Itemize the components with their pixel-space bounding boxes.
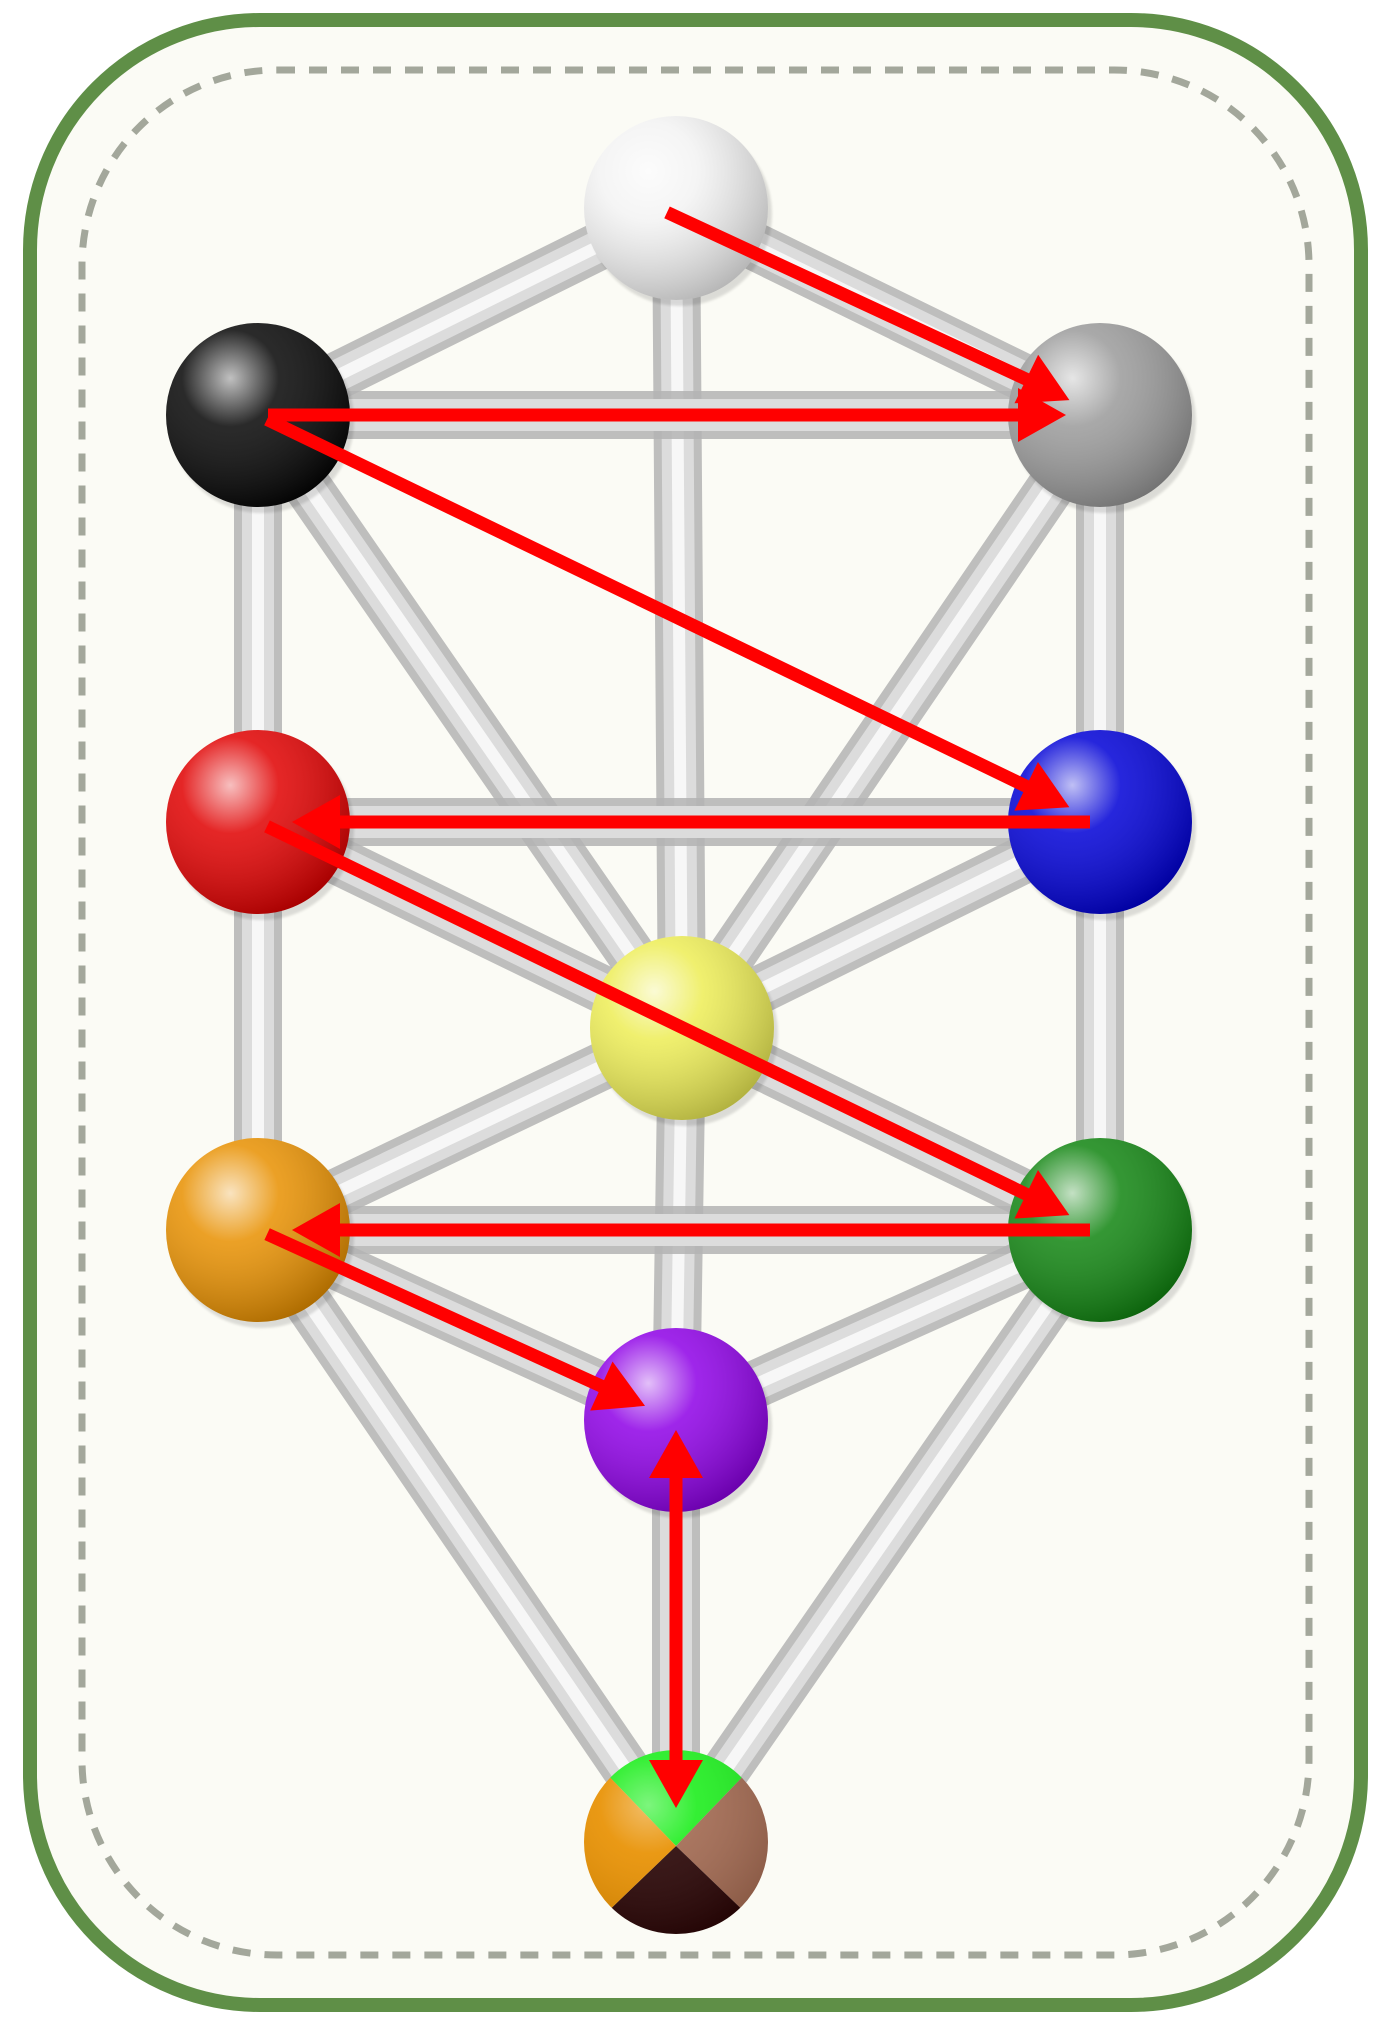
sephira-yesod [584,1328,772,1518]
path-netzach-malkuth [652,1206,1124,1866]
path-hod-malkuth [234,1206,700,1866]
path-binah-tiphareth [234,391,706,1052]
sephira-chesed [1008,730,1196,920]
sephira-geburah [166,730,354,920]
sephira-chokmah [1008,323,1196,513]
arrow-binah-to-chokmah [268,388,1066,442]
sephira-netzach [1008,1138,1196,1328]
arrow-kether-to-chokmah [664,206,1070,404]
arrow-chesed-to-geburah [292,795,1090,849]
sephira-malkuth [584,1750,768,1934]
frame-dashed-line [78,66,1313,1959]
arrow-hod-to-yesod [264,1228,646,1411]
sephira-kether [584,116,772,306]
arrow-yesod-to-malkuth [649,1430,703,1808]
sephira-hod [166,1138,354,1328]
nodes-layer [166,116,1196,1934]
arrow-netzach-to-hod [292,1203,1090,1257]
arrow-geburah-to-netzach [264,820,1070,1219]
arrows-layer [264,206,1090,1808]
sephira-binah [166,323,354,513]
arrow-binah-to-chesed [264,413,1070,811]
